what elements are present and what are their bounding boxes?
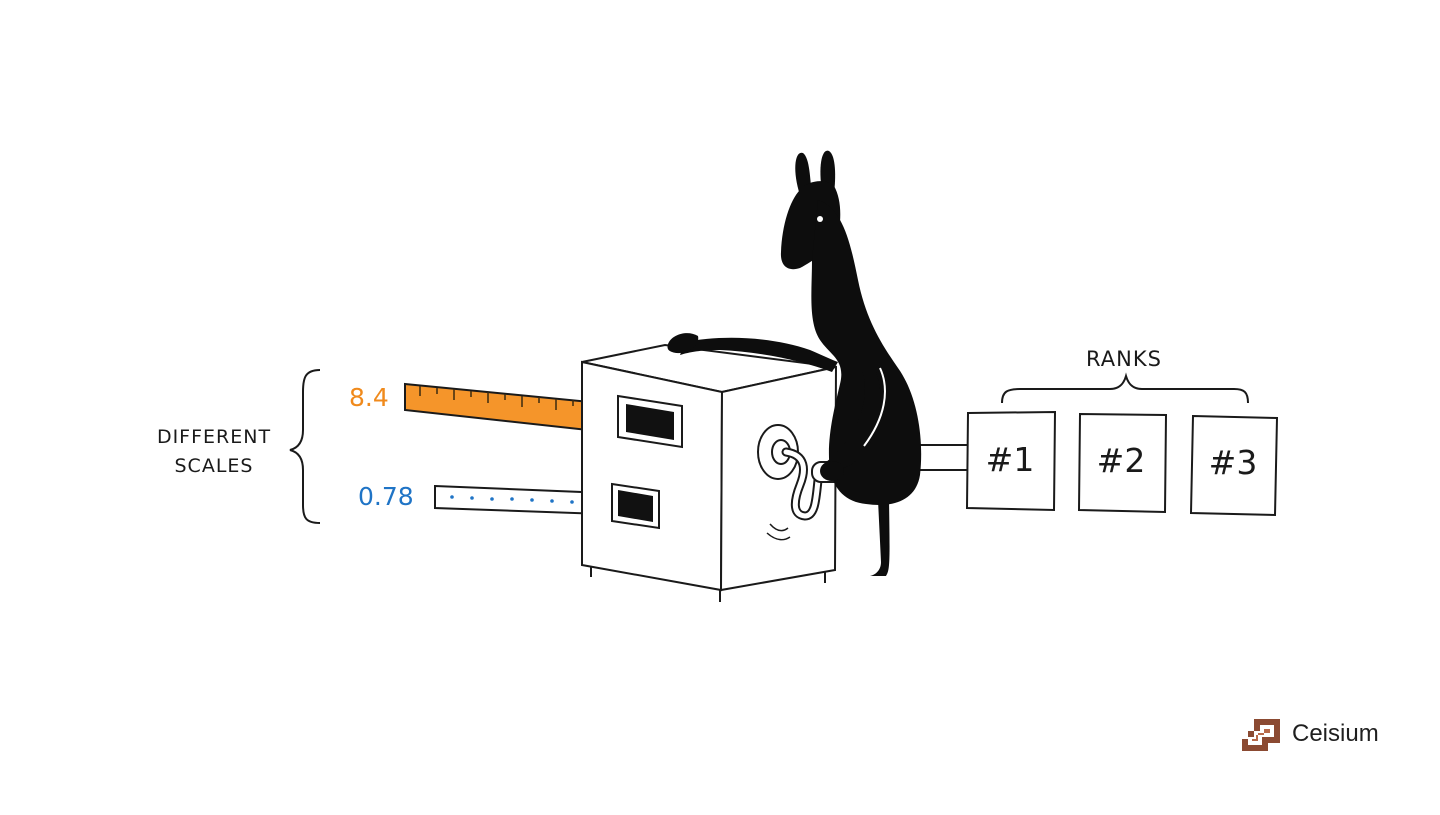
ceisium-logo-icon (1242, 719, 1280, 751)
different-scales-label: DIFFERENT SCALES (150, 423, 278, 481)
rank-card-1 (965, 410, 1057, 512)
left-brace (289, 369, 321, 524)
rank-label-2: #2 (1097, 441, 1146, 480)
output-pipe (918, 444, 972, 471)
ranks-title: RANKS (1086, 347, 1162, 371)
ranks-brace (1001, 372, 1249, 404)
blue-value: 0.78 (358, 482, 414, 511)
rank-card-2 (1077, 412, 1168, 514)
llama-operator (667, 150, 922, 576)
label-line-2: SCALES (174, 455, 254, 477)
orange-value: 8.4 (349, 383, 389, 412)
brand-name: Ceisium (1292, 720, 1379, 747)
rank-label-1: #1 (986, 440, 1035, 479)
rank-card-3 (1189, 414, 1279, 517)
label-line-1: DIFFERENT (156, 426, 272, 448)
rank-label-3: #3 (1209, 443, 1258, 482)
brand: Ceisium (1240, 716, 1379, 752)
ranking-machine (581, 343, 851, 602)
